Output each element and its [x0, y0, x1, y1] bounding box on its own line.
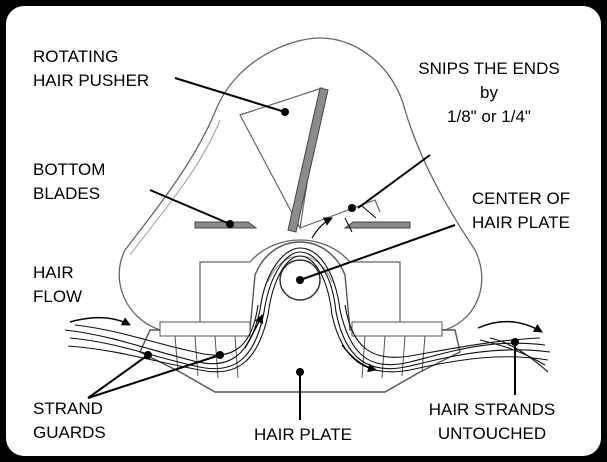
label-hair-strands-untouched-2: UNTOUCHED	[438, 424, 546, 443]
label-hair-flow-1: HAIR	[33, 263, 74, 282]
leader-dots	[144, 108, 519, 376]
label-hair-plate: HAIR PLATE	[254, 425, 352, 444]
hair-strands	[64, 247, 551, 373]
label-bottom-blades-2: BLADES	[33, 184, 100, 203]
snip-gap-mark	[361, 205, 377, 219]
hair-flow-arrow	[69, 317, 131, 326]
flow-arrow-top	[311, 217, 333, 239]
label-hair-flow-2: FLOW	[33, 287, 82, 306]
label-rotating-hair-pusher-2: HAIR PUSHER	[33, 71, 149, 90]
hair-flow-arrow-right	[477, 320, 543, 333]
label-center-of-hair-plate-2: HAIR PLATE	[472, 213, 570, 232]
trimmer-housing	[118, 37, 483, 331]
pusher-blade-bar	[287, 87, 329, 233]
housing-inner-contour	[129, 119, 221, 256]
label-snips-the-ends-3: 1/8" or 1/4"	[447, 107, 531, 126]
label-strand-guards-1: STRAND	[33, 399, 103, 418]
label-strand-guards-2: GUARDS	[33, 423, 106, 442]
label-bottom-blades-1: BOTTOM	[33, 160, 105, 179]
flow-arrow-right-inner	[341, 344, 377, 373]
label-snips-the-ends-2: by	[480, 83, 498, 102]
snip-gap-mark	[344, 217, 353, 233]
bottom-blade-right	[343, 221, 411, 229]
label-snips-the-ends-1: SNIPS THE ENDS	[418, 59, 559, 78]
flow-arrow-left-inner	[244, 314, 264, 349]
label-hair-strands-untouched-1: HAIR STRANDS	[429, 400, 556, 419]
leader-lines	[87, 77, 516, 420]
label-center-of-hair-plate-1: CENTER OF	[472, 189, 570, 208]
label-rotating-hair-pusher-1: ROTATING	[33, 47, 118, 66]
